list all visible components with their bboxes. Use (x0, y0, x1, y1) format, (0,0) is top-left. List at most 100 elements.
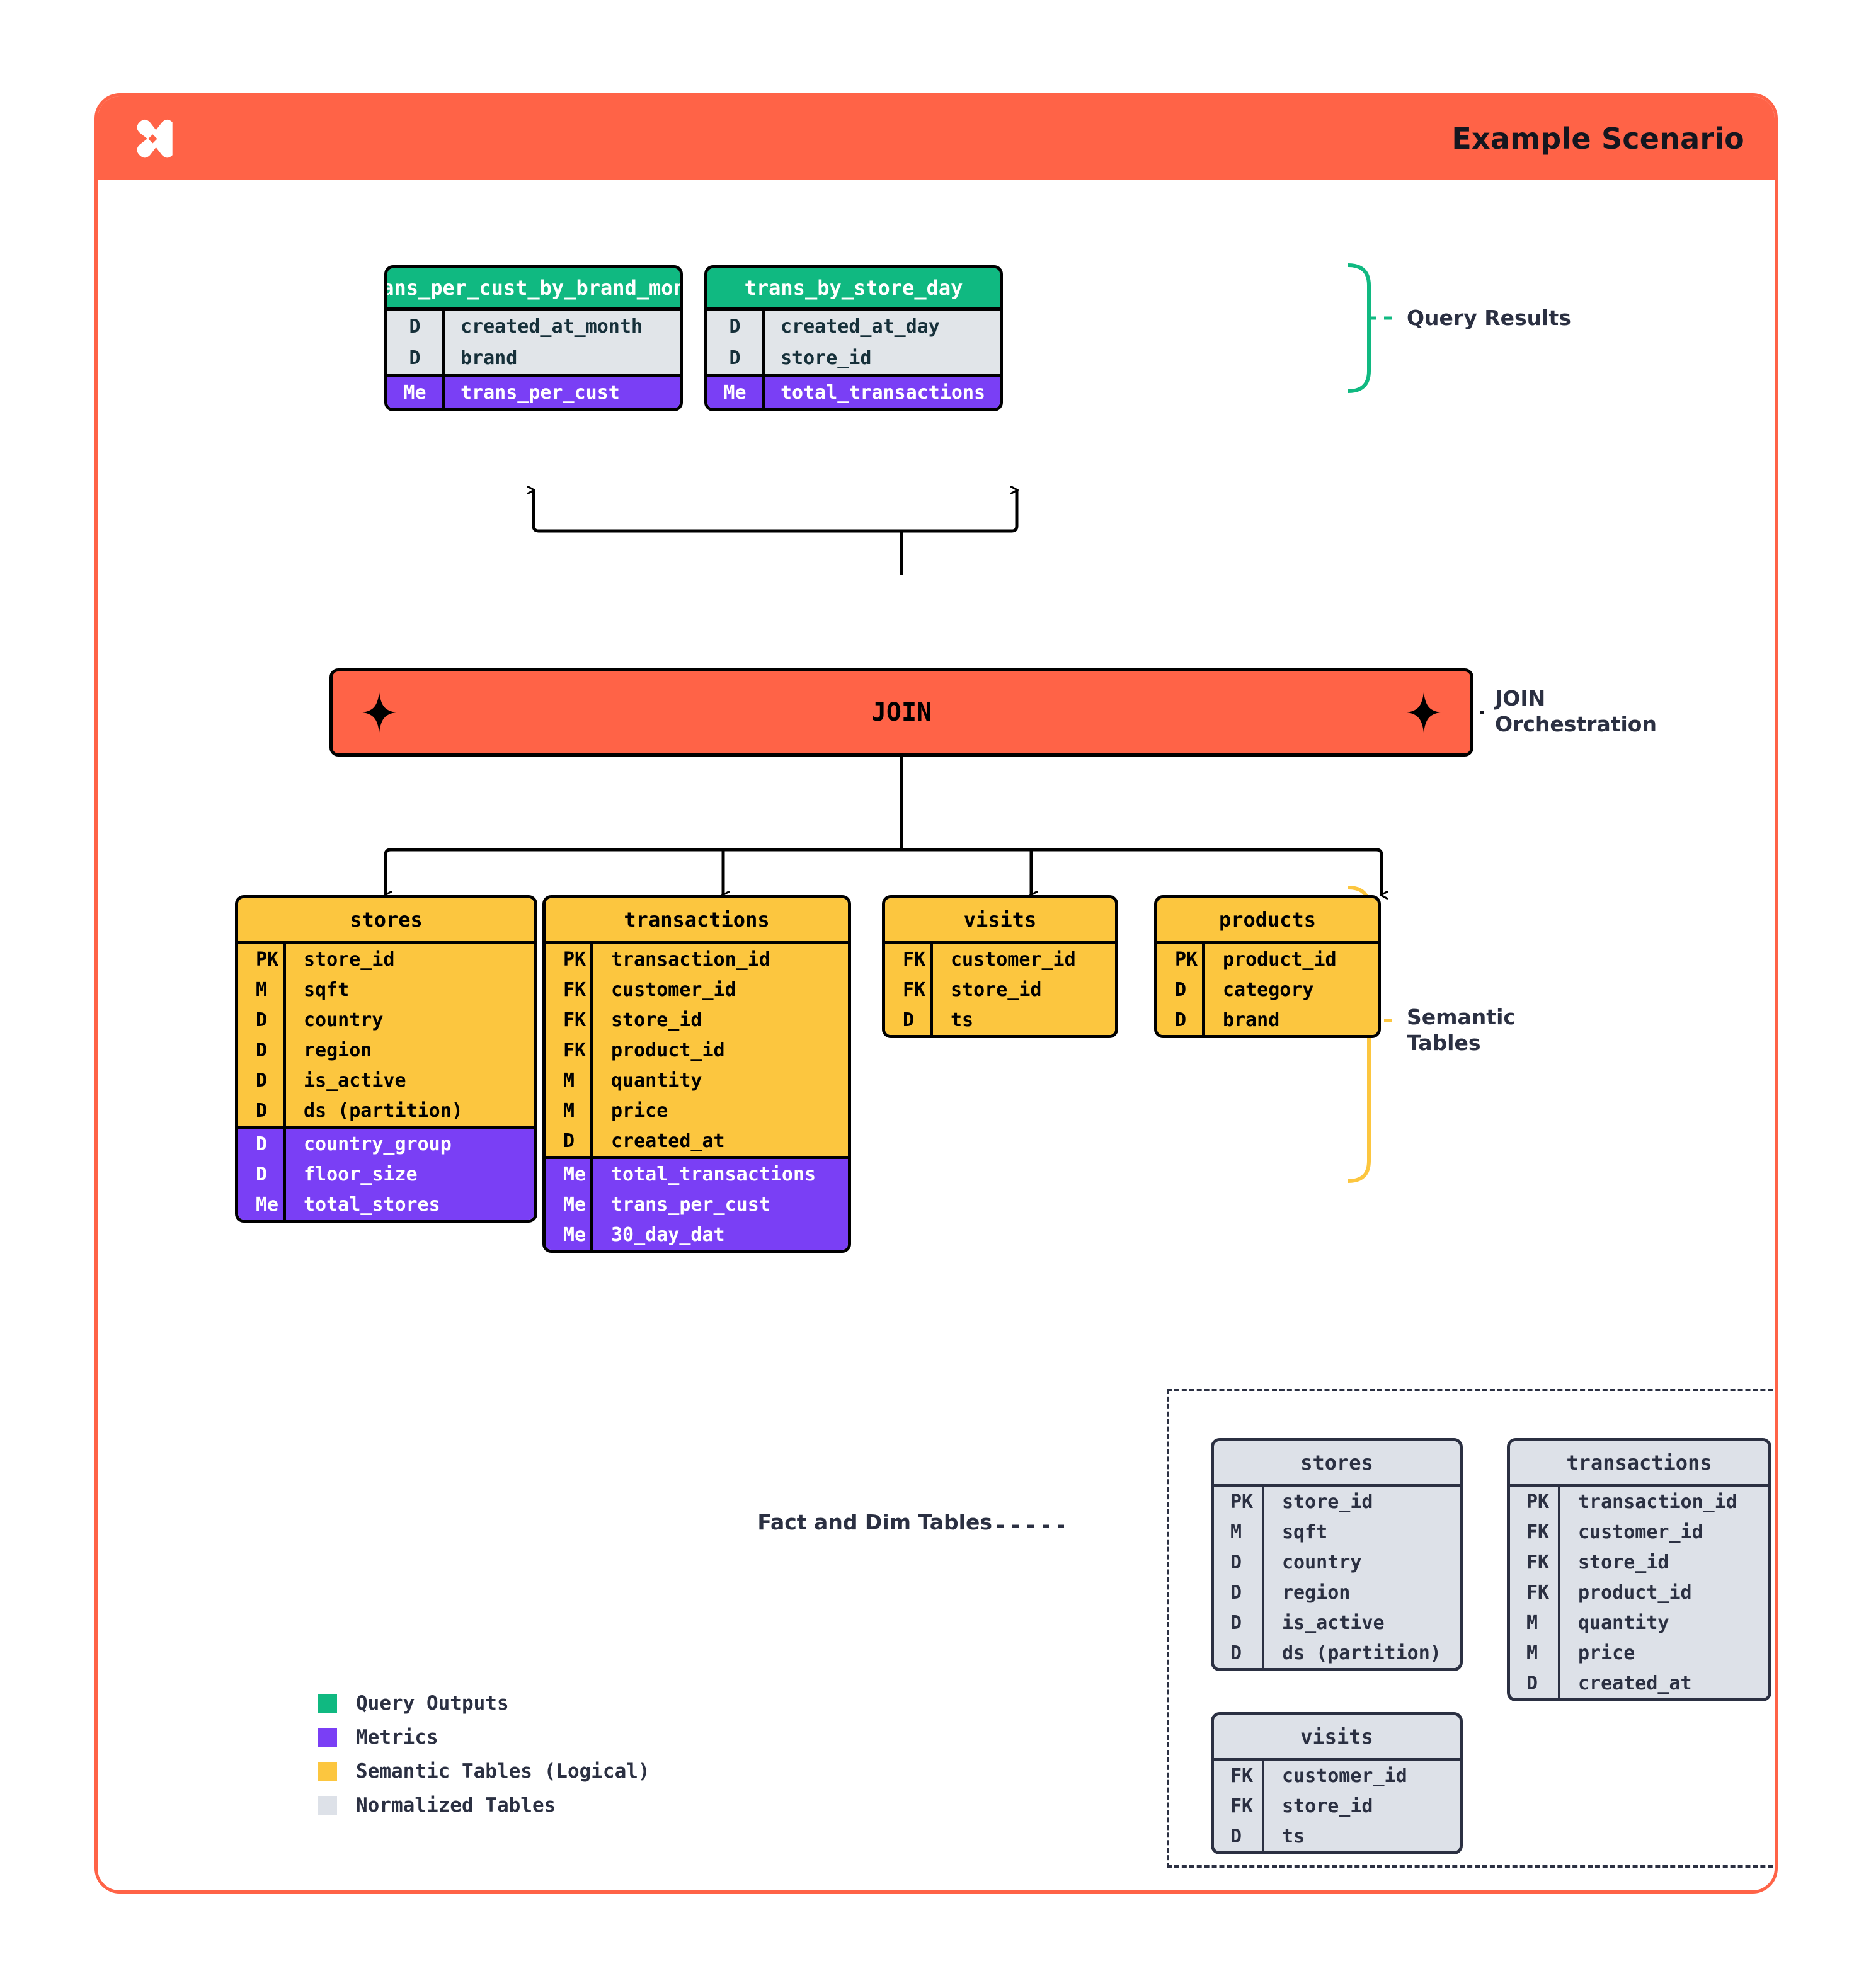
table-header: stores (1214, 1441, 1460, 1484)
column-name: store_id (1282, 1490, 1373, 1513)
sparkle-icon (1407, 692, 1441, 733)
table-header: trans_by_store_day (707, 268, 1000, 307)
query-result-table[interactable]: trans_by_store_day D created_at_day D st… (704, 265, 1003, 411)
legend-label: Metrics (356, 1726, 438, 1749)
column-key: D (1510, 1668, 1560, 1698)
table-row[interactable]: D brand (387, 342, 680, 374)
table-row[interactable]: PK transaction_id (546, 944, 848, 974)
column-key: D (885, 1005, 933, 1035)
column-key: PK (546, 944, 593, 974)
column-name: product_id (1578, 1581, 1692, 1604)
column-name: store_id (1578, 1551, 1669, 1574)
legend-label: Semantic Tables (Logical) (356, 1760, 650, 1783)
column-name: store_id (951, 978, 1042, 1001)
column-name: product_id (1223, 948, 1337, 971)
table-header: transactions (1510, 1441, 1768, 1484)
legend-item: Semantic Tables (Logical) (318, 1754, 650, 1788)
table-row[interactable]: Me total_transactions (707, 377, 1000, 408)
column-key: Me (546, 1159, 593, 1189)
column-name: store_id (781, 346, 872, 369)
column-key: Me (546, 1220, 593, 1250)
query-result-table[interactable]: trans_per_cust_by_brand_month D created_… (384, 265, 683, 411)
join-orchestration-bar[interactable]: JOIN (329, 668, 1473, 757)
table-row[interactable]: D store_id (707, 342, 1000, 374)
column-name: trans_per_cust (611, 1193, 770, 1216)
column-name: transaction_id (611, 948, 770, 971)
column-key: FK (1214, 1761, 1264, 1791)
table-row[interactable]: Me trans_per_cust (387, 377, 680, 408)
table-row[interactable]: D created_at_day (707, 311, 1000, 342)
column-name: is_active (1282, 1611, 1385, 1634)
legend-item: Query Outputs (318, 1686, 650, 1720)
column-key: FK (1214, 1791, 1264, 1821)
column-key: D (238, 1159, 286, 1189)
column-name: customer_id (951, 948, 1076, 971)
column-name: ds (partition) (1282, 1642, 1441, 1664)
column-key: Me (707, 377, 765, 408)
column-key: D (238, 1065, 286, 1095)
column-name: region (1282, 1581, 1351, 1604)
fact-dim-group (1167, 1389, 1775, 1868)
column-name: created_at_day (781, 315, 940, 338)
annotation-query-results: Query Results (1407, 306, 1571, 330)
table-header: products (1157, 898, 1378, 941)
annotation-line: Orchestration (1495, 711, 1657, 736)
legend-swatch-normalized-tables (318, 1796, 337, 1815)
column-name: created_at_month (461, 315, 643, 338)
column-name: transaction_id (1578, 1490, 1737, 1513)
column-name: quantity (611, 1069, 702, 1092)
column-key: FK (546, 974, 593, 1005)
table-row[interactable]: D created_at_month (387, 311, 680, 342)
